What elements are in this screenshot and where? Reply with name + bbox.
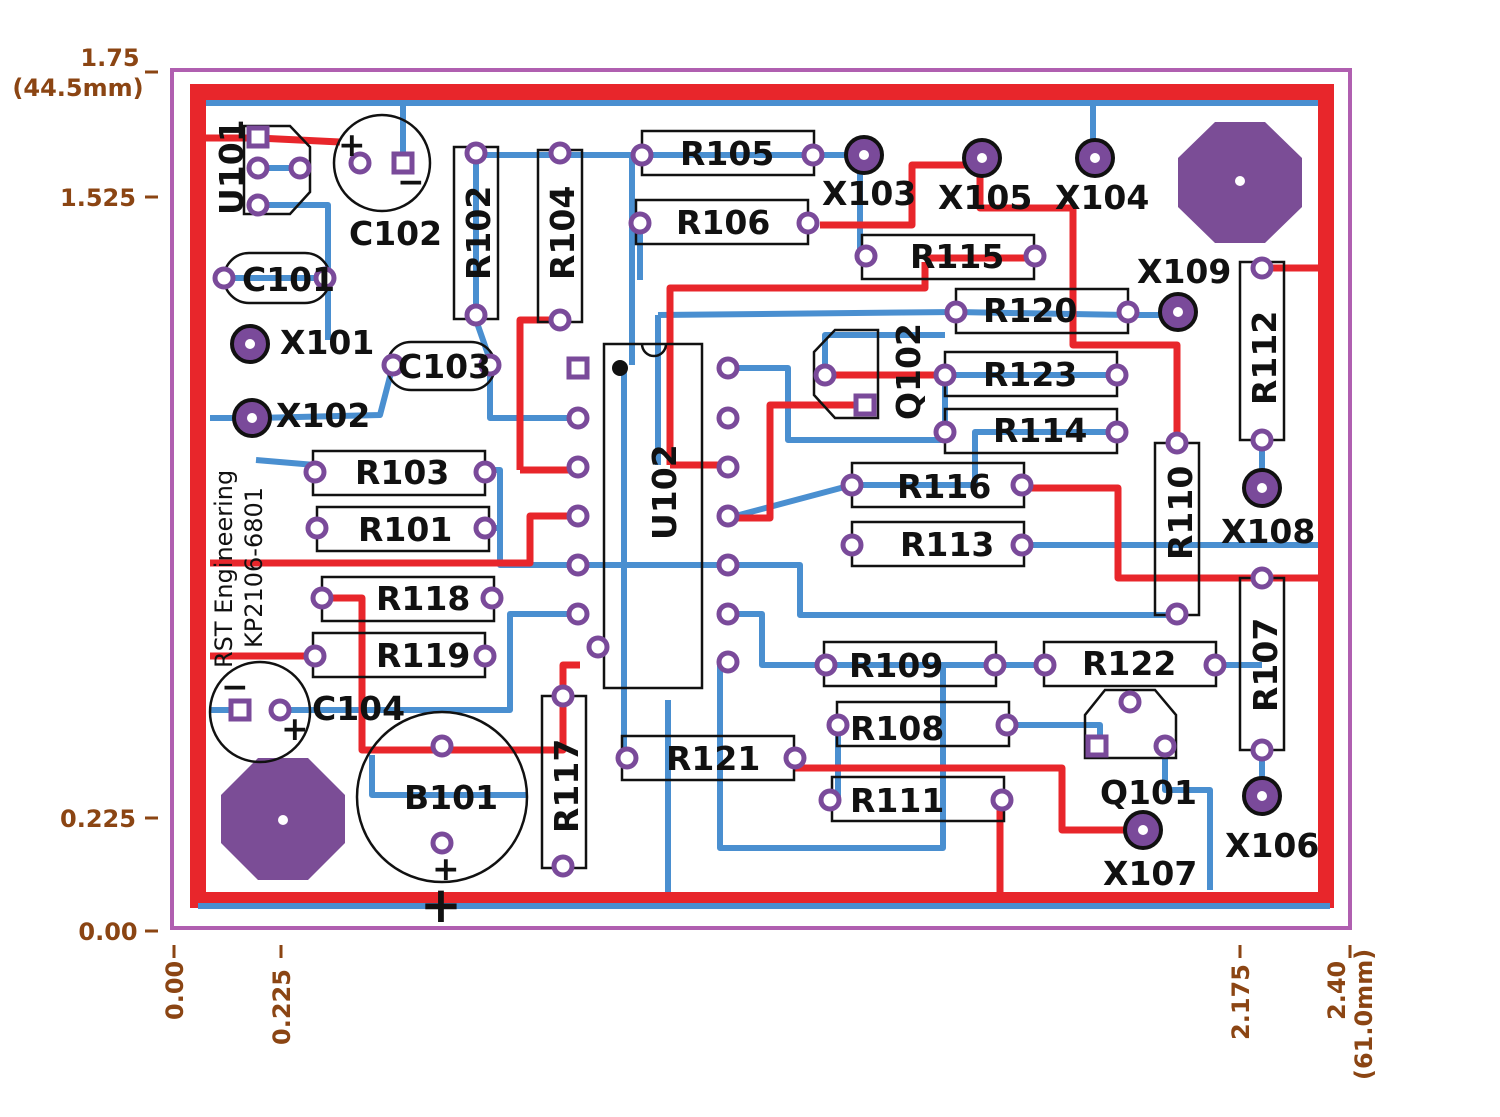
label-q101: Q101 bbox=[1100, 773, 1197, 812]
board-text-company: RST Engineering bbox=[210, 470, 238, 668]
label-c101: C101 bbox=[242, 260, 335, 299]
b101-plus: + bbox=[432, 849, 460, 888]
dim-x-2175: 2.175 bbox=[1227, 964, 1255, 1040]
label-r114: R114 bbox=[993, 411, 1087, 450]
label-q102: Q102 bbox=[889, 323, 928, 420]
dim-x-0225: 0.225 bbox=[268, 969, 296, 1045]
label-r122: R122 bbox=[1082, 644, 1176, 683]
label-c102: C102 bbox=[349, 214, 442, 253]
label-x109: X109 bbox=[1137, 252, 1231, 291]
label-r113: R113 bbox=[900, 525, 994, 564]
label-u102: U102 bbox=[645, 444, 684, 540]
battery-terminal-plus: + bbox=[420, 876, 462, 934]
label-c103: C103 bbox=[398, 347, 491, 386]
dim-x-240: 2.40 bbox=[1323, 961, 1351, 1020]
dim-x-0: 0.00 bbox=[161, 961, 189, 1020]
label-r107: R107 bbox=[1246, 618, 1285, 712]
mount-hole-top-right bbox=[1178, 122, 1302, 243]
dim-y-top: 1.75 bbox=[80, 44, 139, 72]
label-x105: X105 bbox=[938, 178, 1032, 217]
label-r106: R106 bbox=[676, 203, 770, 242]
ground-perimeter bbox=[190, 84, 1334, 908]
pads bbox=[212, 141, 1274, 878]
c102-minus: − bbox=[397, 162, 425, 201]
label-r111: R111 bbox=[850, 781, 944, 820]
label-r120: R120 bbox=[983, 291, 1077, 330]
board-outline bbox=[170, 68, 1352, 930]
label-x101: X101 bbox=[280, 323, 374, 362]
label-x103: X103 bbox=[822, 174, 916, 213]
dim-y-1525: 1.525 bbox=[60, 184, 136, 212]
dim-y-top-mm: (44.5mm) bbox=[12, 74, 143, 102]
label-r101: R101 bbox=[358, 510, 452, 549]
label-r115: R115 bbox=[910, 237, 1004, 276]
label-r110: R110 bbox=[1161, 466, 1200, 560]
label-x107: X107 bbox=[1103, 854, 1197, 893]
c102-plus: + bbox=[338, 125, 366, 164]
label-r116: R116 bbox=[897, 467, 991, 506]
label-r102: R102 bbox=[459, 186, 498, 280]
pin1-marker bbox=[612, 360, 628, 376]
label-r119: R119 bbox=[376, 636, 470, 675]
mount-hole-bottom-left bbox=[221, 758, 345, 880]
label-c104: C104 bbox=[312, 689, 405, 728]
label-r109: R109 bbox=[849, 646, 943, 685]
label-x102: X102 bbox=[276, 396, 370, 435]
board-text-part-number: KP2106-6801 bbox=[240, 487, 268, 648]
dim-x-240-mm: (61.0mm) bbox=[1350, 949, 1378, 1080]
label-r123: R123 bbox=[983, 355, 1077, 394]
c104-minus: − bbox=[221, 667, 249, 706]
label-r118: R118 bbox=[376, 579, 470, 618]
label-r117: R117 bbox=[547, 739, 586, 833]
label-x108: X108 bbox=[1221, 512, 1315, 551]
square-pads bbox=[228, 125, 1109, 758]
label-r105: R105 bbox=[680, 134, 774, 173]
label-r104: R104 bbox=[543, 186, 582, 280]
label-x104: X104 bbox=[1055, 178, 1149, 217]
top-copper-traces bbox=[205, 134, 1330, 893]
c104-plus: + bbox=[281, 709, 309, 748]
label-r121: R121 bbox=[666, 739, 760, 778]
component-labels: U101 C102 C101 X101 C103 X102 R102 R104 … bbox=[212, 119, 1319, 893]
dim-y-0: 0.00 bbox=[78, 918, 137, 946]
y-axis-dimensions bbox=[145, 70, 1352, 958]
label-r103: R103 bbox=[355, 453, 449, 492]
label-b101: B101 bbox=[404, 778, 498, 817]
label-x106: X106 bbox=[1225, 826, 1319, 865]
label-r108: R108 bbox=[850, 709, 944, 748]
label-u101: U101 bbox=[212, 119, 251, 215]
label-r112: R112 bbox=[1245, 311, 1284, 405]
dim-y-0225: 0.225 bbox=[60, 805, 136, 833]
